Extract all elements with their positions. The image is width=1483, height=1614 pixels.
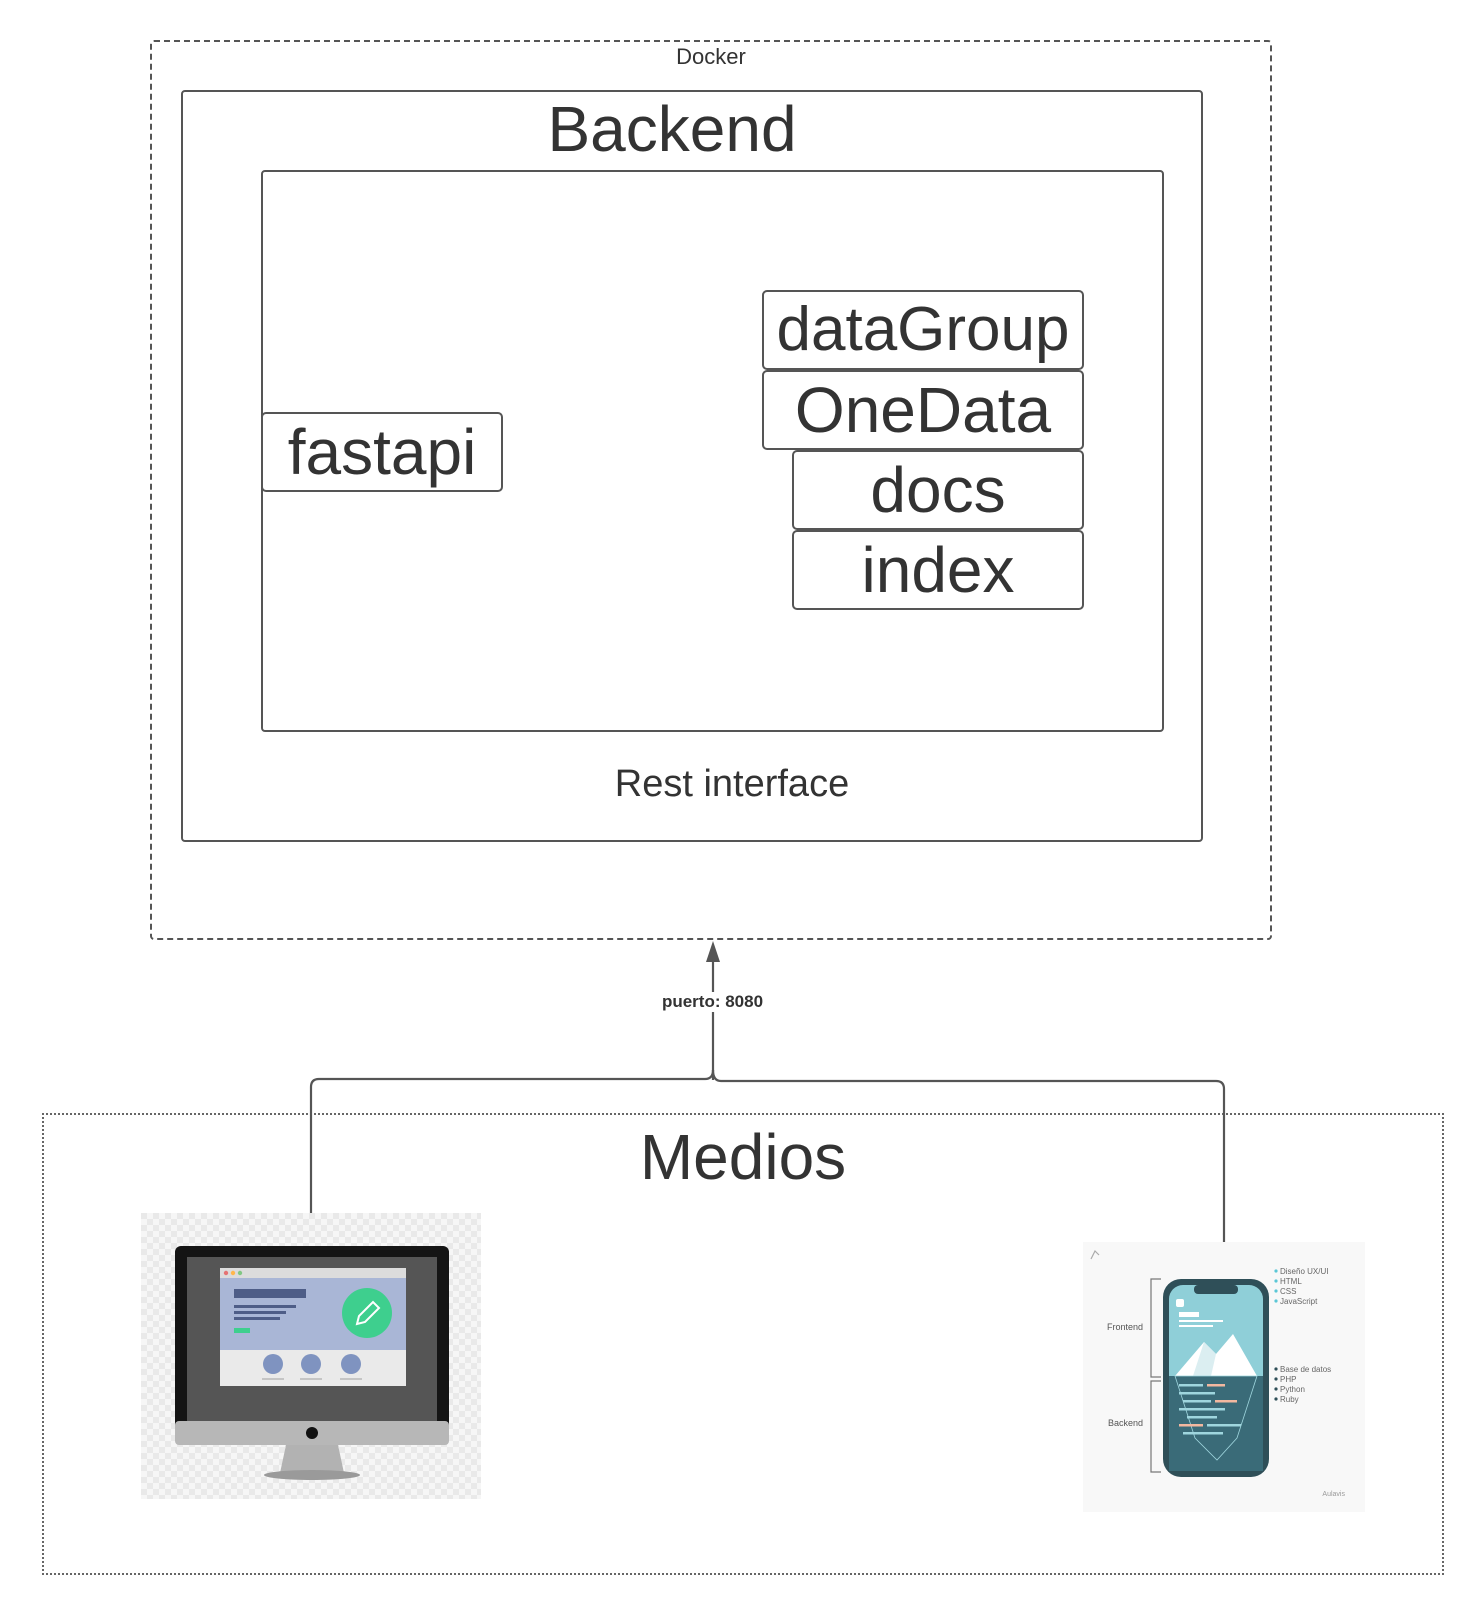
desktop-computer-icon [141,1213,481,1499]
module-datagroup: dataGroup [762,290,1084,370]
frontend-item: HTML [1280,1277,1302,1286]
module-onedata: OneData [762,370,1084,450]
backend-item: Base de datos [1280,1365,1331,1374]
docker-label: Docker [676,44,746,69]
module-index: index [792,530,1084,610]
frontend-item: JavaScript [1280,1297,1318,1306]
backend-title: Backend [547,93,797,165]
frontend-item: Diseño UX/UI [1280,1267,1328,1276]
connector-left-branch [309,1069,715,1213]
frontend-item: CSS [1280,1287,1296,1296]
docker-container [150,40,1272,940]
backend-item: Ruby [1280,1395,1299,1404]
frontend-side-label: Frontend [1107,1322,1143,1332]
backend-item: PHP [1280,1375,1296,1384]
medios-title: Medios [639,1121,847,1193]
medios-container [42,1113,1444,1575]
backend-item: Python [1280,1385,1305,1394]
module-docs: docs [792,450,1084,530]
port-label: puerto: 8080 [620,992,805,1012]
backend-side-label: Backend [1108,1418,1143,1428]
brand-label: Aulavis [1322,1491,1345,1498]
backend-container [181,90,1203,842]
module-fastapi: fastapi [261,412,503,492]
connector-arrowhead [706,941,720,962]
rest-interface-label: Rest interface [614,763,850,805]
brand-logo-icon [1090,1249,1100,1260]
mobile-app-illustration: Frontend Backend Diseño UX/UI HTML CSS J… [1083,1242,1365,1512]
connector-right-branch [711,1069,1226,1242]
